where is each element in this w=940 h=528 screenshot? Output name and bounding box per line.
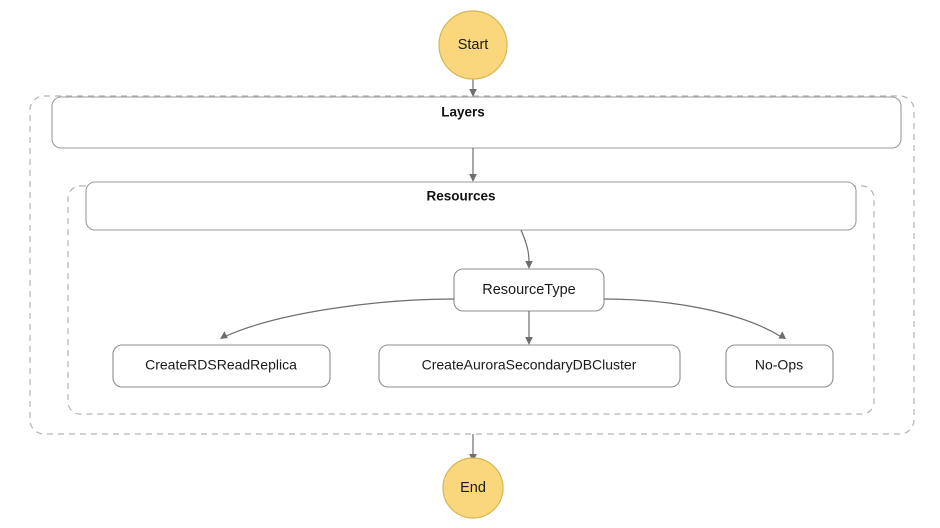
branch-no-ops-label: No-Ops bbox=[755, 357, 803, 373]
branch-no-ops-box[interactable] bbox=[725, 344, 834, 388]
resources-group-box[interactable] bbox=[85, 181, 857, 231]
edge-resources-to-resource-type-arrowhead bbox=[525, 261, 533, 269]
edge-layers-to-resources-arrowhead bbox=[469, 174, 477, 182]
edge-resource-type-to-branch-3 bbox=[603, 298, 781, 337]
start-node-circle[interactable] bbox=[438, 10, 508, 80]
layers-group-label: Layers bbox=[441, 105, 485, 120]
end-node-label: End bbox=[460, 480, 486, 496]
end-node-circle[interactable] bbox=[442, 457, 504, 519]
branch-create-rds-read-replica-label: CreateRDSReadReplica bbox=[145, 357, 297, 373]
resource-type-label: ResourceType bbox=[482, 282, 576, 298]
edge-resource-type-to-branch-2-arrowhead bbox=[525, 337, 533, 345]
layers-group-box[interactable] bbox=[51, 96, 902, 149]
branch-create-aurora-secondary-dbcluster-box[interactable] bbox=[378, 344, 681, 388]
edge-start-to-layers-arrowhead bbox=[469, 89, 477, 97]
start-node-label: Start bbox=[458, 37, 489, 53]
edge-resource-type-to-branch-1-arrowhead bbox=[220, 331, 228, 339]
edge-resource-type-to-branch-3-arrowhead bbox=[778, 331, 786, 339]
branch-create-rds-read-replica-box[interactable] bbox=[112, 344, 331, 388]
edge-resource-type-to-branch-1 bbox=[225, 298, 455, 337]
resources-group-label: Resources bbox=[426, 189, 495, 204]
branch-create-aurora-secondary-dbcluster-label: CreateAuroraSecondaryDBCluster bbox=[422, 357, 637, 373]
edge-resources-to-resource-type bbox=[520, 229, 530, 263]
